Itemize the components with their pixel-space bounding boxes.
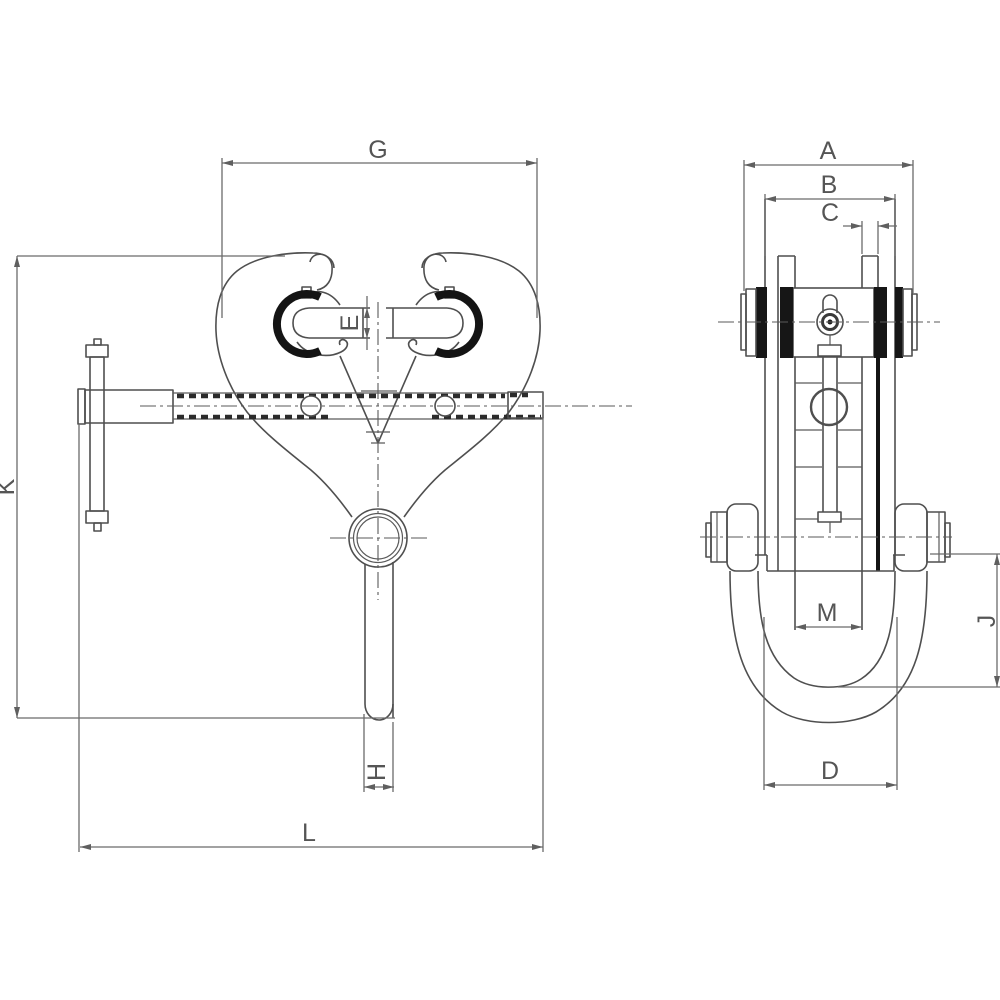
dimension-k: K xyxy=(0,255,395,719)
dimension-j: J xyxy=(838,553,1000,688)
dimension-g: G xyxy=(221,136,538,318)
dimension-d: D xyxy=(763,617,898,790)
dim-label-c: C xyxy=(821,199,839,227)
dim-label-a: A xyxy=(820,137,837,165)
dim-label-l: L xyxy=(302,819,316,847)
dimension-h: H xyxy=(363,714,394,792)
tommy-bar-handle[interactable] xyxy=(85,338,109,532)
dim-label-m: M xyxy=(817,599,838,627)
front-right-jaw xyxy=(386,252,541,518)
dimension-e: E xyxy=(336,296,370,350)
threaded-rod xyxy=(173,391,544,420)
front-left-jaw xyxy=(215,252,370,518)
dimension-c: C xyxy=(821,199,897,254)
plate-hole-side xyxy=(809,387,849,427)
dim-label-h: H xyxy=(363,763,391,781)
screw-boss xyxy=(77,388,174,425)
left-jaw-grip-arc xyxy=(273,290,322,358)
dim-label-g: G xyxy=(368,136,387,164)
side-plates xyxy=(755,199,905,630)
dimension-b: B xyxy=(764,171,896,256)
dim-label-j: J xyxy=(973,615,1000,628)
side-view: A B C M J xyxy=(700,137,1000,790)
right-jaw-grip-arc xyxy=(434,290,483,358)
dim-label-e: E xyxy=(336,315,364,332)
dim-label-d: D xyxy=(821,757,839,785)
front-view: G K L H E xyxy=(0,136,632,852)
dimension-m: M xyxy=(795,599,862,630)
dimension-l: L xyxy=(78,392,544,852)
dim-label-b: B xyxy=(821,171,838,199)
hanging-bar xyxy=(364,562,394,721)
dimension-a: A xyxy=(743,137,914,293)
dim-label-k: K xyxy=(0,478,20,495)
tie-rod xyxy=(809,357,849,533)
